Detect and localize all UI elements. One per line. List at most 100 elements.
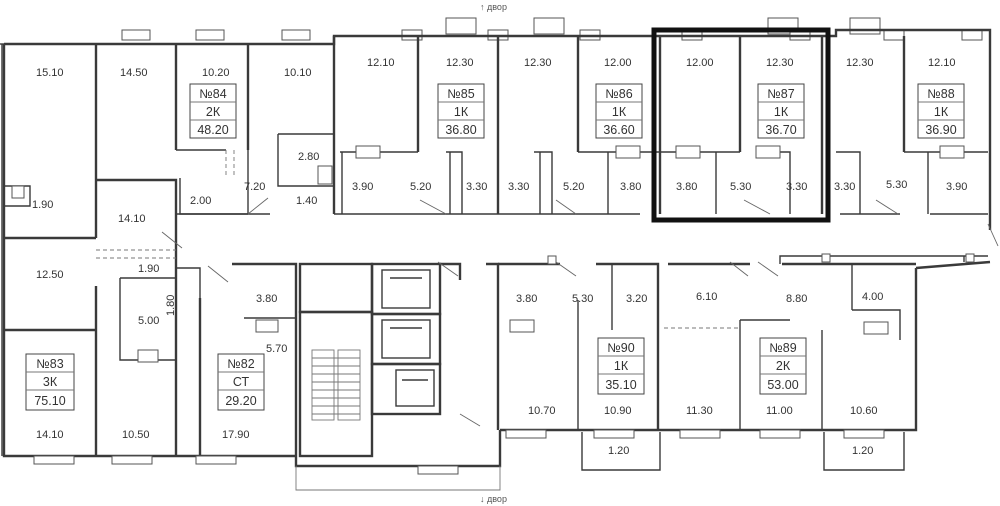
room-area: 10.70 [528,405,556,417]
room-area: 10.90 [604,405,632,417]
room-area: 15.10 [36,67,64,79]
apartment-area: 36.90 [925,123,956,137]
apartment-labels[interactable]: №84 2К 48.20 №85 1К 36.80 №86 1К 36.60 №… [25,83,965,411]
apartment-type: 1К [614,359,629,373]
apartment-type: 1К [454,105,469,119]
room-area: 17.90 [222,429,250,441]
apartment-area: 53.00 [767,378,798,392]
room-area: 8.80 [786,293,807,305]
room-area: 12.30 [846,57,874,69]
room-area: 10.20 [202,67,230,79]
room-area: 1.90 [138,263,159,275]
room-area: 12.30 [446,57,474,69]
apartment-87[interactable]: №87 1К 36.70 [757,83,805,139]
apartment-90[interactable]: №90 1К 35.10 [597,337,645,395]
room-area: 3.80 [256,293,277,305]
doors [161,197,999,427]
room-area: 12.10 [367,57,395,69]
room-area: 7.20 [244,181,265,193]
apartment-type: 1К [934,105,949,119]
apartment-type: 2К [776,359,791,373]
room-area: 10.50 [122,429,150,441]
room-area: 3.90 [352,181,373,193]
apartment-number: №89 [769,341,796,355]
room-area: 1.40 [296,195,317,207]
apartment-area: 36.80 [445,123,476,137]
room-area: 3.80 [676,181,697,193]
room-area: 3.30 [786,181,807,193]
apartment-number: №83 [36,357,63,371]
room-area: 3.30 [508,181,529,193]
apartment-number: №82 [227,357,254,371]
apartment-number: №84 [199,87,226,101]
apartment-number: №88 [927,87,954,101]
room-area: 1.90 [32,199,53,211]
room-area: 11.30 [686,405,713,417]
outer-walls [0,28,992,468]
apartment-83[interactable]: №83 3К 75.10 [25,353,75,411]
bottom-balconies [33,429,905,491]
room-area: 14.10 [118,213,146,225]
room-area: 1.20 [608,445,629,457]
apartment-number: №90 [607,341,634,355]
interior-walls-bottom [198,253,988,458]
apartment-area: 29.20 [225,394,256,408]
apartment-number: №87 [767,87,794,101]
apartment-area: 75.10 [34,394,65,408]
room-area: 12.10 [928,57,956,69]
room-area: 14.50 [120,67,148,79]
room-area: 2.80 [298,151,319,163]
room-area: 5.70 [266,343,287,355]
apartment-area: 35.10 [605,378,636,392]
room-area: 1.20 [852,445,873,457]
apartment-number: №86 [605,87,632,101]
room-area: 5.20 [563,181,584,193]
room-area: 12.00 [604,57,632,69]
apartment-type: 1К [612,105,627,119]
room-area: 10.10 [284,67,312,79]
staircase [311,349,361,421]
apartment-type: СТ [233,375,250,389]
room-area: 5.30 [730,181,751,193]
interior-walls-left [4,36,420,363]
apartment-type: 2К [206,105,221,119]
apartment-82[interactable]: №82 СТ 29.20 [217,353,265,411]
room-area: 14.10 [36,429,64,441]
room-area: 3.80 [516,293,537,305]
room-area: 3.20 [626,293,647,305]
interior-walls-top [317,36,988,215]
room-area: 2.00 [190,195,211,207]
compass-bottom: ↓ двор [480,494,507,504]
room-area: 12.00 [686,57,714,69]
room-area: 12.50 [36,269,64,281]
compass-top: ↑ двор [480,2,507,12]
apartment-number: №85 [447,87,474,101]
room-area: 5.30 [886,179,907,191]
room-area: 3.30 [834,181,855,193]
apartment-85[interactable]: №85 1К 36.80 [437,83,485,139]
room-area: 5.20 [410,181,431,193]
room-area: 1.80 [165,295,177,316]
apartment-88[interactable]: №88 1К 36.90 [917,83,965,139]
room-area: 4.00 [862,291,883,303]
room-area: 6.10 [696,291,717,303]
selected-apartment-outline[interactable] [651,27,831,223]
apartment-type: 3К [43,375,58,389]
apartment-86[interactable]: №86 1К 36.60 [595,83,643,139]
apartment-89[interactable]: №89 2К 53.00 [759,337,807,395]
room-area: 10.60 [850,405,878,417]
room-area: 3.30 [466,181,487,193]
apartment-area: 48.20 [197,123,228,137]
room-area: 12.30 [524,57,552,69]
room-area: 3.90 [946,181,967,193]
room-area: 11.00 [766,405,793,417]
room-area: 5.30 [572,293,593,305]
apartment-area: 36.60 [603,123,634,137]
apartment-84[interactable]: №84 2К 48.20 [189,83,237,139]
room-area: 5.00 [138,315,159,327]
room-area: 3.80 [620,181,641,193]
room-area: 12.30 [766,57,794,69]
room-area-labels: 15.10 14.50 10.20 10.10 12.10 12.30 12.3… [32,57,967,457]
apartment-type: 1К [774,105,789,119]
